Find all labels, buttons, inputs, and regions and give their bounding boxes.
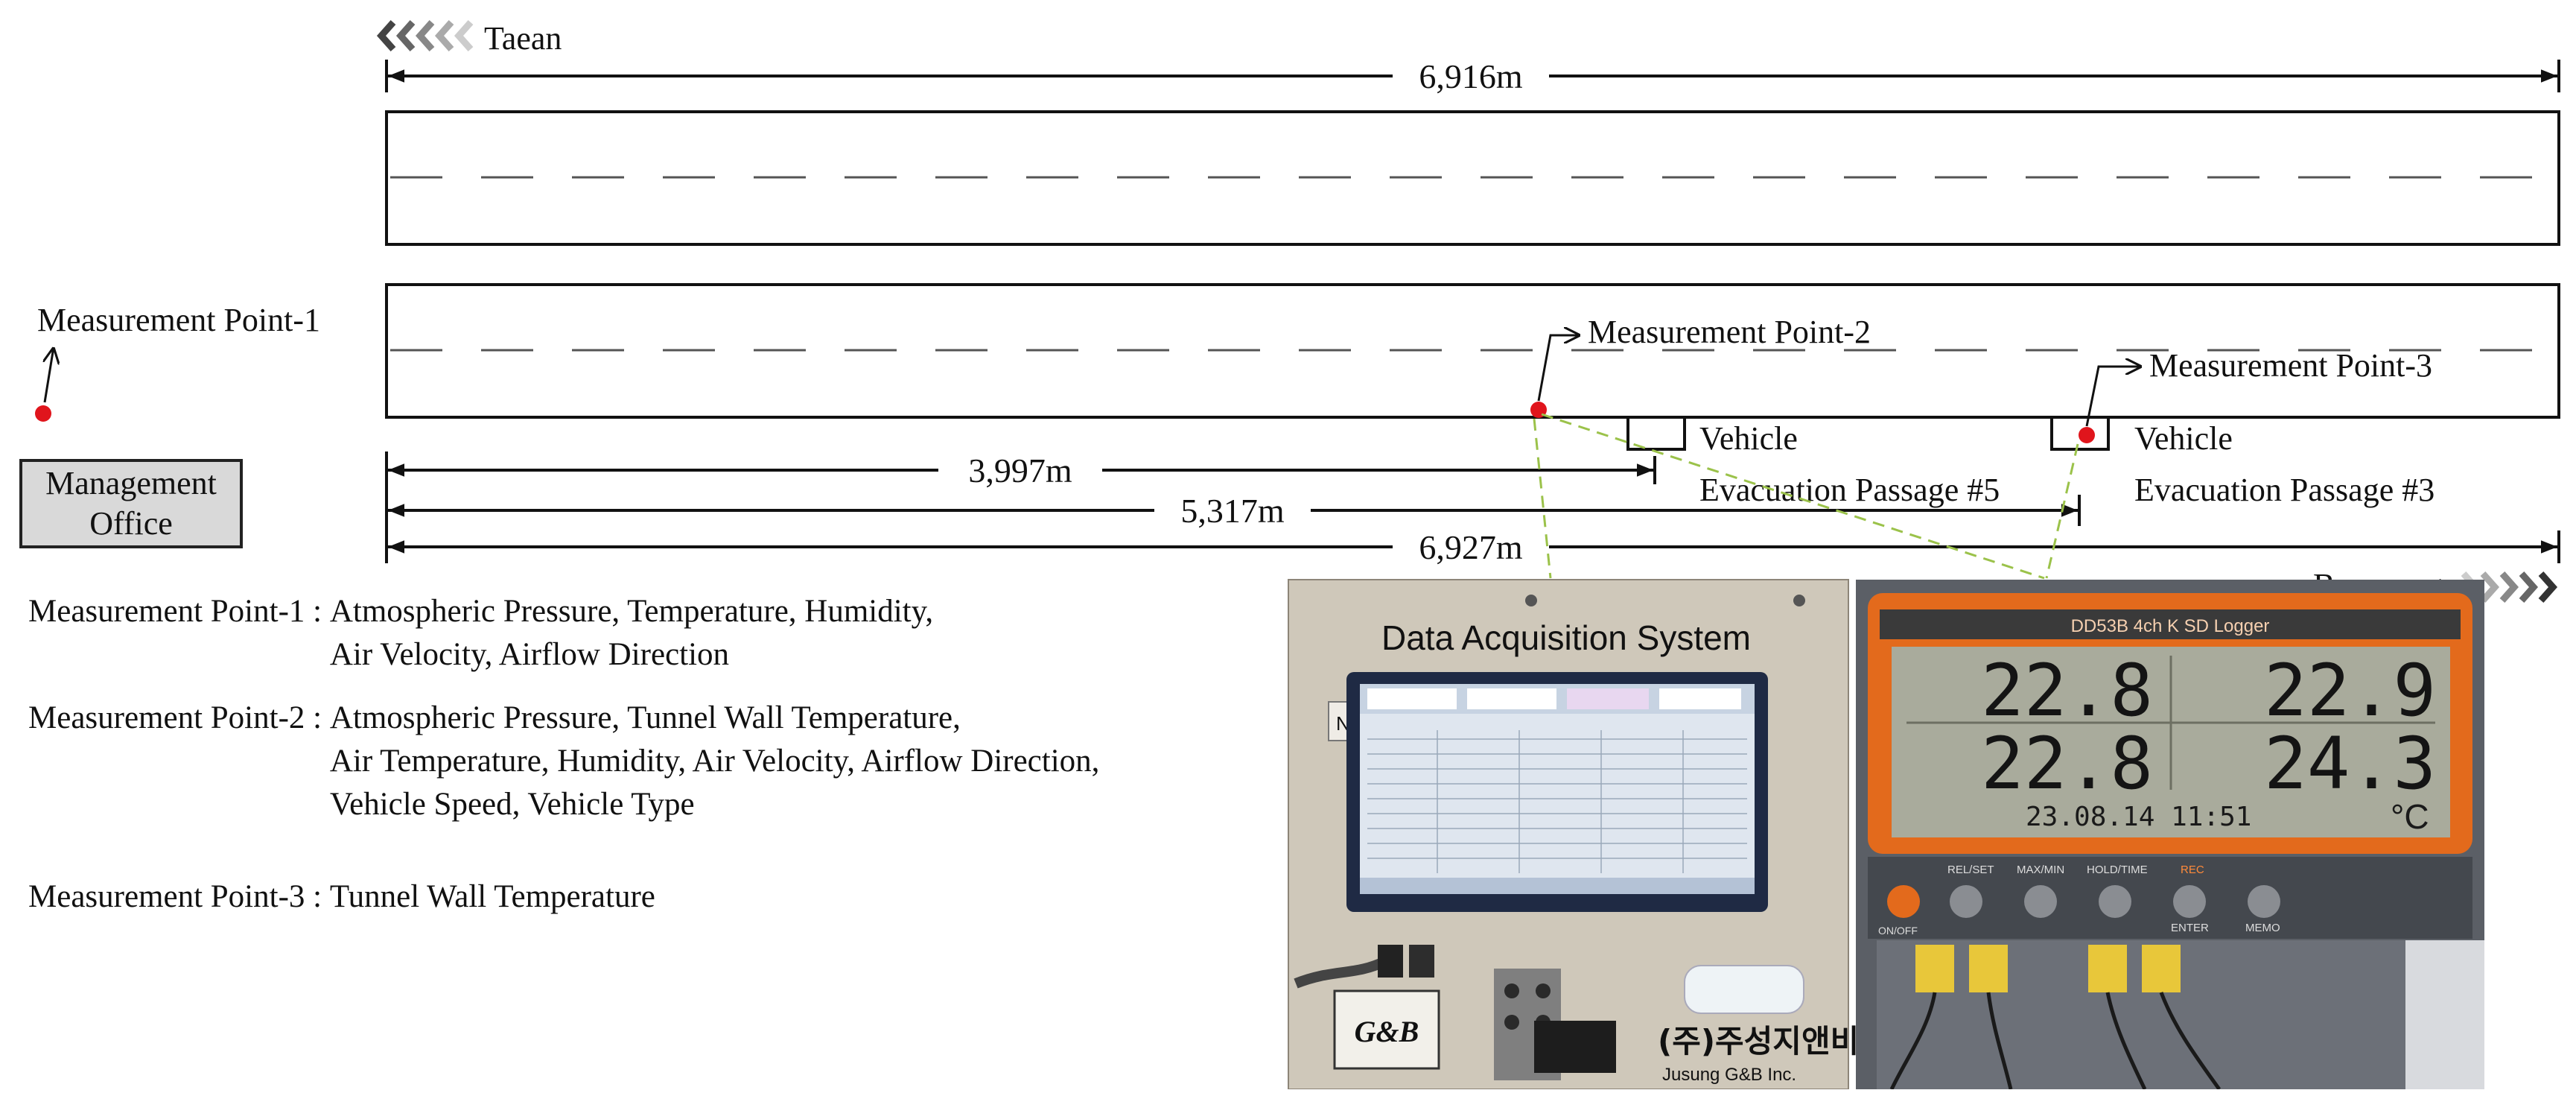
photo1-logo: G&B xyxy=(1355,1015,1419,1048)
mp2-pointer xyxy=(1537,335,1580,402)
photo1-title: Data Acquisition System xyxy=(1381,618,1751,657)
legend-mp2-label: Measurement Point-2 : xyxy=(28,700,330,735)
legend-mp1-label: Measurement Point-1 : xyxy=(28,594,330,629)
evac-passage-5-line2: Evacuation Passage #5 xyxy=(1699,472,2000,508)
photo2-ch2: 22.9 xyxy=(2264,649,2436,732)
photo2-btn-4: REC xyxy=(2181,864,2204,876)
mp2-label: Measurement Point-2 xyxy=(1588,314,1871,350)
legend-mp3-label: Measurement Point-3 : xyxy=(28,879,330,914)
photo2-btn-1: REL/SET xyxy=(1947,864,1994,876)
photo2-btn-5: ENTER xyxy=(2171,922,2209,934)
tunnel-bore-lower xyxy=(385,283,2560,419)
evac-passage-5-line1: Vehicle xyxy=(1699,420,1798,457)
photo2-ch4: 24.3 xyxy=(2264,722,2436,805)
photo2-power-icon xyxy=(1887,885,1920,918)
direction-left-label: Taean xyxy=(484,20,562,57)
legend-mp2-line2: Air Temperature, Humidity, Air Velocity,… xyxy=(329,744,1100,779)
legend-mp1-line1: Atmospheric Pressure, Temperature, Humid… xyxy=(329,594,934,629)
mp1-label: Measurement Point-1 xyxy=(37,302,320,338)
dim-mp2-label: 3,997m xyxy=(968,452,1072,490)
photo2-header: DD53B 4ch K SD Logger xyxy=(2071,616,2270,636)
connector-mp2-right xyxy=(1541,413,2045,580)
legend-mp2-line3: Vehicle Speed, Vehicle Type xyxy=(329,787,695,822)
evac-passage-5-box xyxy=(1626,416,1686,451)
management-office-line1: Management xyxy=(45,465,217,501)
legend-mp3: Measurement Point-3 : Tunnel Wall Temper… xyxy=(28,875,655,919)
photo2-btn-6: MEMO xyxy=(2245,922,2280,934)
taean-chevrons-icon xyxy=(376,20,474,51)
mp1-marker xyxy=(35,405,51,422)
photo2-ch1: 22.8 xyxy=(1981,649,2153,732)
legend-mp1: Measurement Point-1 : Atmospheric Pressu… xyxy=(28,590,933,677)
photo2-unit: °C xyxy=(2391,797,2429,836)
management-office-box: Management Office xyxy=(19,459,243,548)
dim-bottom-label: 6,927m xyxy=(1419,528,1523,566)
photo2-ch3: 22.8 xyxy=(1981,722,2153,805)
photo2-btn-onoff: ON/OFF xyxy=(1878,925,1918,937)
connector-mp2-left xyxy=(1533,418,1552,579)
legend-mp3-line1: Tunnel Wall Temperature xyxy=(329,879,655,914)
dim-top-label: 6,916m xyxy=(1419,57,1523,95)
dim-mp3-label: 5,317m xyxy=(1180,492,1285,530)
photo-temperature-logger: DD53B 4ch K SD Logger 22.8 22.9 22.8 24.… xyxy=(1856,580,2484,1091)
mp3-label: Measurement Point-3 xyxy=(2149,347,2432,384)
legend-mp1-line2: Air Velocity, Airflow Direction xyxy=(329,637,730,672)
mp1-pointer xyxy=(45,347,54,403)
legend-mp2: Measurement Point-2 : Atmospheric Pressu… xyxy=(28,697,1099,826)
photo1-company-ko: (주)주성지앤비 xyxy=(1658,1023,1859,1059)
photo2-clock: 23.08.14 11:51 xyxy=(2026,802,2251,832)
photo-data-acquisition-system: Data Acquisition System No.1 xyxy=(1288,579,1859,1090)
tunnel-bore-upper xyxy=(385,110,2560,246)
photo1-company-en: Jusung G&B Inc. xyxy=(1662,1065,1796,1085)
mp3-pointer xyxy=(2085,367,2142,427)
evac-passage-3-line1: Vehicle xyxy=(2134,420,2233,457)
evac-passage-3-box xyxy=(2050,416,2110,451)
mp3-marker xyxy=(2079,427,2095,443)
evac-passage-3-line2: Evacuation Passage #3 xyxy=(2134,472,2435,508)
photo2-btn-3: HOLD/TIME xyxy=(2087,864,2148,876)
connector-mp3 xyxy=(2045,443,2079,579)
management-office-line2: Office xyxy=(89,505,173,542)
legend-mp2-line1: Atmospheric Pressure, Tunnel Wall Temper… xyxy=(329,700,961,735)
photo2-btn-2: MAX/MIN xyxy=(2017,864,2064,876)
